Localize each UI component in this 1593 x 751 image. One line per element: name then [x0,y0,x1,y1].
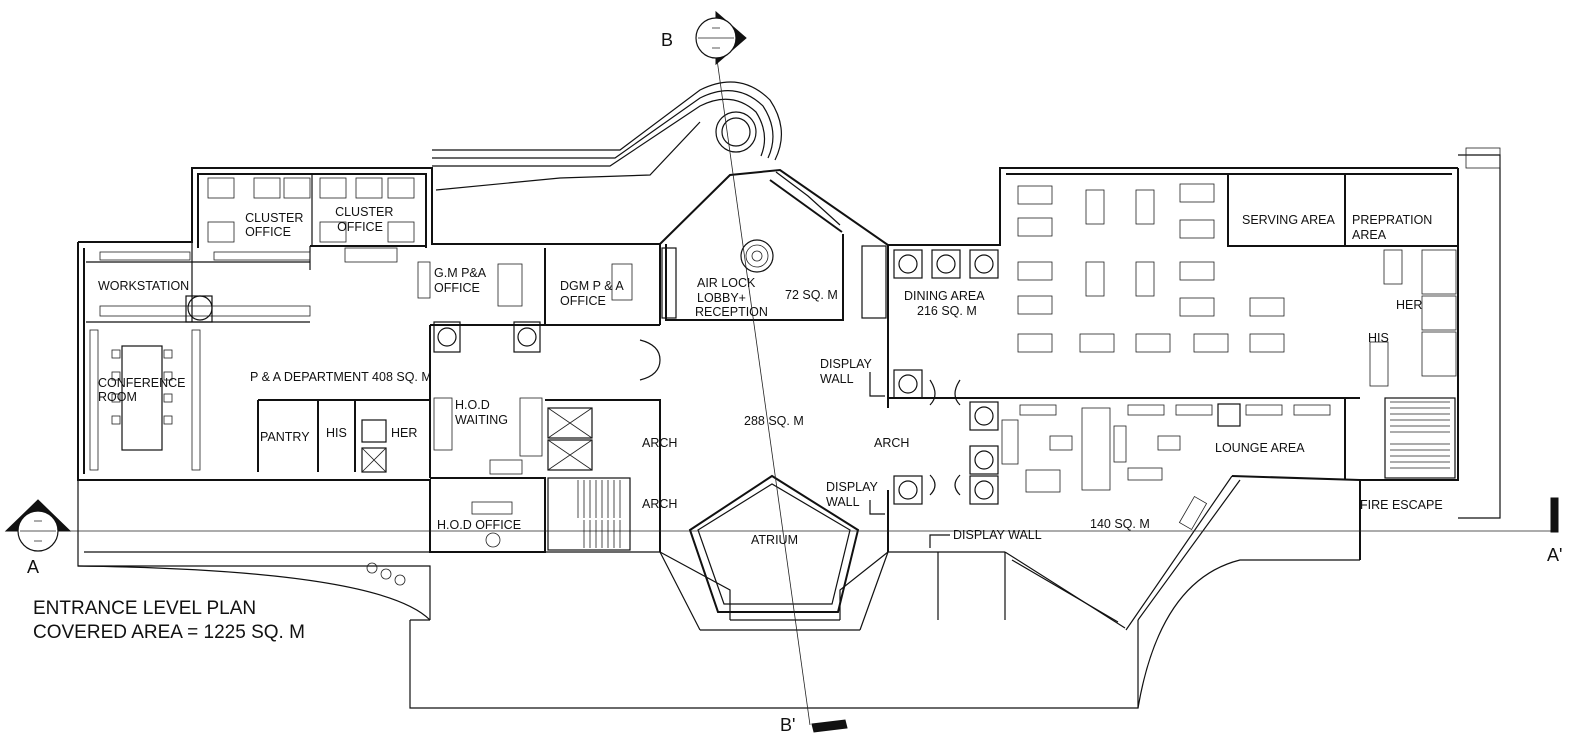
section-lines [4,10,1559,733]
middle-block [429,168,961,613]
room-labels: CLUSTER OFFICE CLUSTER OFFICE WORKSTATIO… [98,205,1443,547]
fire-escape-label: FIRE ESCAPE [1360,498,1443,512]
conference-room-label: CONFERENCE ROOM [98,376,189,404]
east-block [888,147,1501,560]
display-wall-1-label: DISPLAY WALL [820,357,875,386]
display-wall-3-label: DISPLAY WALL [953,528,1042,542]
section-mark-a: A [27,557,39,577]
building-outline [77,167,1360,709]
his-toilet-2-label: HIS [1368,331,1389,345]
dgm-office-label: DGM P & A OFFICE [560,279,626,308]
her-toilet-2-label: HER [1396,298,1422,312]
preparation-area-label: PREPRATION AREA [1352,213,1436,242]
section-mark-b-prime: B' [780,715,795,735]
cluster-office-2-label: CLUSTER OFFICE [335,205,397,234]
arch-label-2: ARCH [642,497,677,511]
arch-label-1: ARCH [642,436,677,450]
pa-department-label: P & A DEPARTMENT 408 SQ. M [250,370,432,384]
hod-waiting-label: H.O.D WAITING [455,398,508,427]
west-block-interior [86,174,633,548]
display-wall-2-label: DISPLAY WALL [826,480,881,509]
gm-office-label: G.M P&A OFFICE [434,266,489,295]
lobby-area-label: 72 SQ. M [785,288,838,302]
his-toilet-1-label: HIS [326,426,347,440]
plan-title: ENTRANCE LEVEL PLAN [33,598,256,619]
section-mark-b: B [661,30,673,50]
serving-area-label: SERVING AREA [1242,213,1336,227]
lounge-area-label: LOUNGE AREA [1215,441,1305,455]
airlock-lobby-label: AIR LOCK LOBBY+ RECEPTION [695,276,768,319]
covered-area: COVERED AREA = 1225 SQ. M [33,622,305,643]
pantry-label: PANTRY [260,430,310,444]
section-marker-a [4,499,72,552]
dining-tables [1017,183,1285,353]
her-toilet-1-label: HER [391,426,417,440]
hod-office-label: H.O.D OFFICE [437,518,521,532]
cluster-office-1-label: CLUSTER OFFICE [245,211,307,239]
central-area-label: 288 SQ. M [744,414,804,428]
entrance-ramp [432,81,783,191]
atrium-label: ATRIUM [751,533,798,547]
arch-label-3: ARCH [874,436,909,450]
section-marker-b [695,10,747,66]
dining-area-label: DINING AREA 216 SQ. M [904,289,987,318]
workstation-label: WORKSTATION [98,279,189,293]
section-mark-a-prime: A' [1547,545,1562,565]
lounge-size-label: 140 SQ. M [1090,517,1150,531]
